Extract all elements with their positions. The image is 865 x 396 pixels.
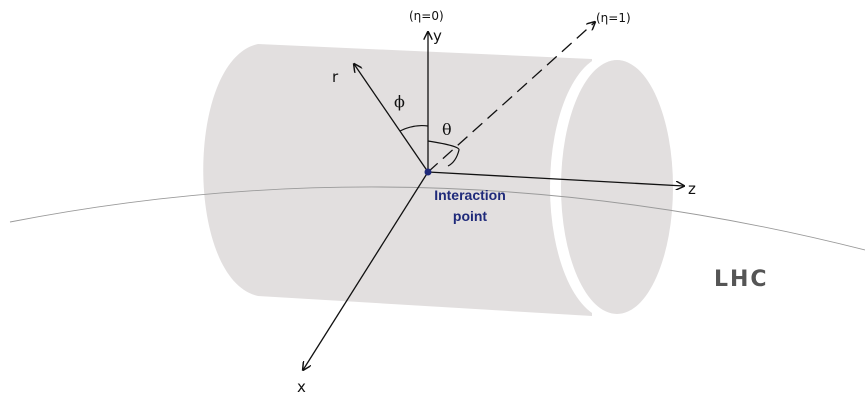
z-axis-label: z — [688, 180, 696, 198]
eta-one-dashed-line — [427, 22, 595, 173]
interaction-point-dot — [424, 168, 432, 176]
interaction-point-label-line2: point — [453, 208, 488, 224]
r-axis-label: r — [332, 68, 339, 86]
x-axis-label: x — [297, 378, 306, 396]
x-axis — [303, 171, 429, 370]
cylinder-end-cap — [561, 60, 673, 314]
interaction-point-label-line1: Interaction — [434, 187, 506, 203]
theta-angle-arc-tail — [447, 149, 460, 167]
eta-zero-label: (η=0) — [409, 9, 444, 23]
eta-one-label: (η=1) — [596, 11, 631, 25]
z-axis — [427, 171, 684, 186]
r-axis — [354, 64, 429, 173]
y-axis-label: y — [433, 27, 442, 45]
lhc-label: LHC — [714, 267, 769, 292]
detector-cylinder-body — [203, 44, 592, 316]
theta-angle-arc — [427, 140, 460, 151]
phi-angle-arc — [399, 124, 429, 132]
theta-angle-label: θ — [442, 120, 452, 139]
lhc-ring-curve — [9, 186, 865, 251]
phi-angle-label: ϕ — [394, 92, 405, 111]
